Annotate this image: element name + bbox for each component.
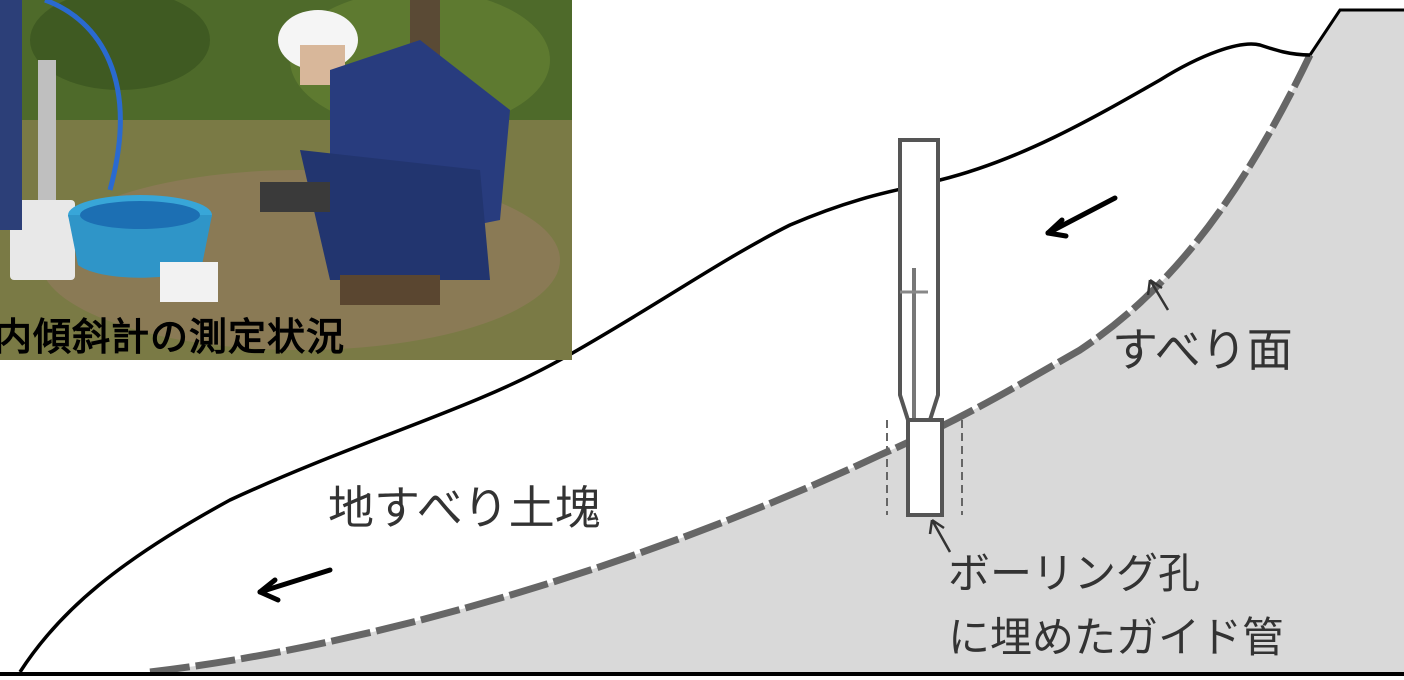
slip-surface-label: すべり面 (1112, 323, 1293, 377)
photo-inset: 内傾斜計の測定状況 (0, 0, 572, 360)
borehole-leader (928, 518, 952, 553)
cliff-edge (1308, 8, 1404, 56)
ground-surface-line (18, 42, 1311, 673)
bedrock-area (150, 10, 1404, 672)
photo-caption: 内傾斜計の測定状況 (0, 315, 346, 359)
guide-tube-lower (906, 418, 944, 517)
landslide-mass-label: 地すべり土塊 (328, 481, 601, 535)
slip-surface-leader (1146, 278, 1170, 311)
arrow-left-icon (1045, 195, 1118, 239)
field-photo (0, 0, 572, 360)
borehole-label-line2: に埋めたガイド管 (948, 613, 1285, 662)
borehole-label-line1: ボーリング孔 (948, 549, 1201, 598)
slip-surface-line (149, 53, 1314, 676)
arrow-left-icon (257, 567, 333, 603)
guide-tube-upper (898, 138, 940, 422)
